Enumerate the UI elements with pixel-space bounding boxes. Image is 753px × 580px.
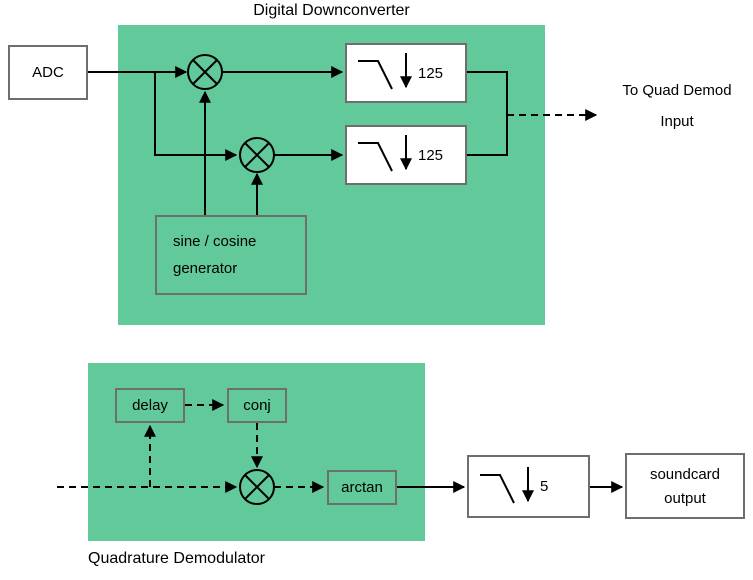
wire-filter2-to-junction: [467, 115, 508, 156]
delay-label: delay: [132, 397, 168, 414]
lowpass-decimator-2-block: 125: [345, 125, 467, 185]
decimation-factor-1: 125: [418, 64, 444, 82]
lowpass-downsample-icon: [480, 466, 534, 503]
soundcard-label-line1: soundcard: [649, 465, 721, 483]
adc-block: ADC: [8, 45, 88, 100]
wire-branch-to-mult2: [154, 72, 238, 161]
delay-block: delay: [115, 388, 185, 423]
decimation-factor-2: 125: [418, 146, 444, 164]
lowpass-downsample-icon: [358, 53, 412, 90]
soundcard-output-block: soundcard output: [625, 453, 745, 519]
decimation-factor-3: 5: [540, 478, 549, 495]
conj-label: conj: [243, 397, 271, 414]
multiplier-1-icon: [187, 54, 223, 90]
quad-demod-title: Quadrature Demodulator: [88, 550, 265, 567]
output-label-line1: To Quad Demod: [622, 82, 732, 99]
multiplier-2-icon: [239, 137, 275, 173]
conj-block: conj: [227, 388, 287, 423]
output-label: To Quad Demod Input: [602, 82, 752, 130]
adc-label: ADC: [32, 64, 64, 81]
arctan-label: arctan: [341, 479, 383, 496]
multiplier-3-icon: [239, 469, 275, 505]
ddc-wires: [88, 66, 598, 215]
lowpass-decimator-1-block: 125: [345, 43, 467, 103]
ddc-title: Digital Downconverter: [253, 2, 410, 19]
output-label-line2: Input: [660, 113, 694, 130]
lowpass-downsample-icon: [358, 135, 412, 172]
lowpass-decimator-3-block: 5: [467, 455, 590, 518]
soundcard-label-line2: output: [664, 489, 706, 507]
wire-filter1-to-junction: [467, 71, 508, 115]
sine-cosine-label-line2: generator: [173, 260, 238, 277]
sine-cosine-label-line1: sine / cosine: [173, 233, 257, 250]
quad-demod-wires: [57, 399, 624, 493]
arctan-block: arctan: [327, 470, 397, 505]
sine-cosine-generator-block: sine / cosine generator: [155, 215, 307, 295]
